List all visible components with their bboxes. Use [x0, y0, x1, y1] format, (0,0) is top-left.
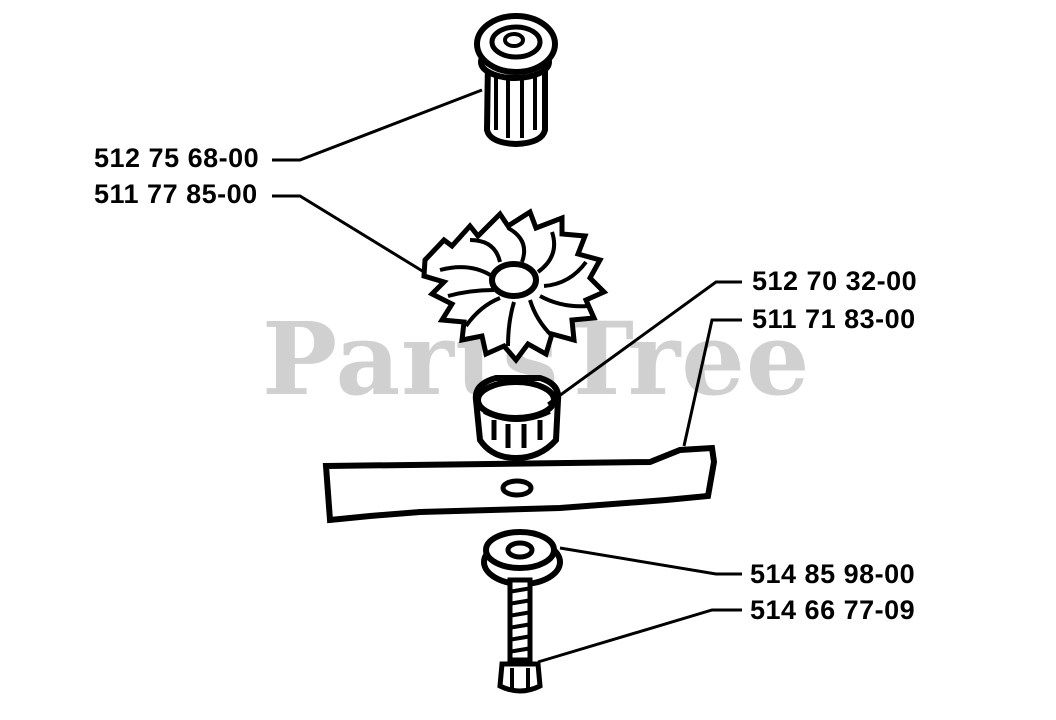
bolt-part	[497, 577, 543, 694]
leader-bolt	[537, 608, 742, 664]
leader-blade	[682, 318, 742, 447]
washer-part	[481, 529, 563, 587]
part-number-cap[interactable]: 512 75 68-00	[94, 143, 260, 173]
leader-washer	[559, 546, 742, 576]
part-number-bolt[interactable]: 514 66 77-09	[750, 595, 916, 625]
part-number-fan[interactable]: 511 77 85-00	[94, 179, 258, 209]
leader-lines	[272, 88, 742, 664]
leader-fan	[272, 194, 425, 274]
part-number-washer[interactable]: 514 85 98-00	[750, 559, 916, 589]
part-number-blade[interactable]: 511 71 83-00	[752, 304, 916, 334]
cap-part	[474, 13, 558, 148]
fan-part	[421, 208, 609, 364]
hub-part	[472, 375, 562, 462]
leader-hub	[547, 280, 742, 406]
leader-cap	[272, 88, 483, 162]
part-number-hub[interactable]: 512 70 32-00	[752, 266, 918, 296]
blade-part	[322, 444, 718, 524]
